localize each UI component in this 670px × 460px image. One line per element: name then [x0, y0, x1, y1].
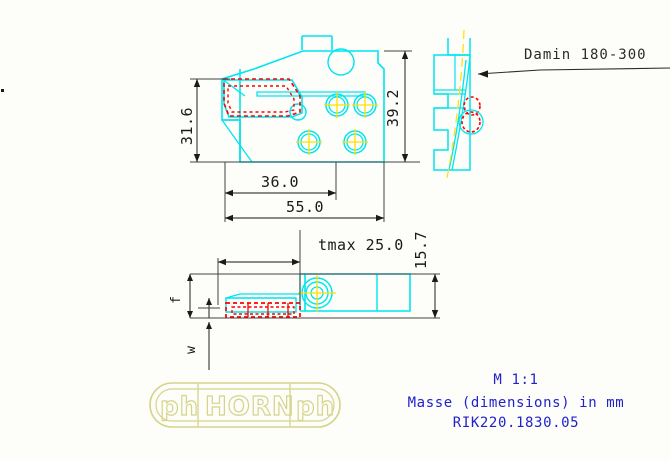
units-label: Masse (dimensions) in mm — [408, 395, 625, 411]
horn-logo: ph HORN ph — [149, 382, 341, 428]
detail-view-insert — [458, 96, 484, 135]
insert-inner-front — [227, 85, 295, 113]
arrow-31-6-bottom — [193, 154, 201, 162]
dim-label-36-0: 36.0 — [261, 173, 299, 191]
arrow-31-6-top — [193, 79, 201, 87]
dim-label-55-0: 55.0 — [286, 198, 324, 216]
arrow-39-2-bottom — [401, 154, 409, 162]
edge-mark — [1, 89, 4, 92]
dim-label-31-6: 31.6 — [178, 107, 196, 145]
part-number-label: RIK220.1830.05 — [453, 415, 579, 431]
front-view-boss-arc — [327, 48, 355, 76]
arrow-f-bottom — [187, 311, 193, 318]
ext-lines-39-2 — [384, 50, 412, 163]
arrow-15-7-bottom — [431, 310, 439, 318]
insert-inner-side — [231, 306, 295, 315]
front-view — [221, 35, 385, 163]
dim-label-39-2: 39.2 — [384, 89, 402, 127]
callout-label: Damin 180-300 — [524, 47, 647, 63]
arrow-55-0-left — [225, 214, 233, 222]
logo-right-mark: ph — [296, 392, 335, 422]
detail-view-construction-arc — [446, 29, 465, 179]
detail-callout: Damin 180-300 — [477, 47, 670, 78]
insert-outline-side — [225, 302, 301, 318]
arrow-15-7-top — [431, 274, 439, 282]
front-view-chamfer-upper — [221, 78, 246, 97]
side-view-blade — [225, 297, 297, 313]
side-view-screw-boss — [298, 274, 336, 312]
front-view-seat-radius — [289, 103, 307, 121]
arrow-tmax-right — [292, 258, 300, 266]
arrow-w-top — [206, 322, 212, 329]
ext-lines-55-0 — [224, 162, 385, 222]
dim-label-f: f — [169, 296, 184, 304]
dim-label-tmax: tmax 25.0 — [318, 236, 404, 254]
mounting-hole-1 — [324, 92, 350, 118]
arrow-36-0-left — [225, 189, 233, 197]
front-view-dimensions: 31.6 39.2 36.0 55.0 — [178, 50, 420, 222]
arrow-inner-tick — [206, 298, 212, 305]
detail-view — [433, 29, 484, 179]
front-view-top-tab — [301, 35, 333, 50]
detail-view-flank-curve-2 — [448, 59, 467, 171]
insert-side-ticks — [247, 303, 289, 317]
arrow-55-0-right — [376, 214, 384, 222]
front-view-shelf-rails — [300, 91, 366, 97]
arrow-36-0-right — [328, 189, 336, 197]
side-view-dimensions: tmax 25.0 15.7 f w — [169, 230, 440, 370]
mounting-hole-group — [296, 92, 378, 155]
side-view — [225, 273, 411, 318]
front-view-clamp-shelf — [256, 91, 302, 97]
arrow-tmax-left — [218, 258, 226, 266]
logo-left-mark: ph — [160, 392, 199, 422]
side-view-blade-top — [225, 293, 300, 299]
mounting-hole-2 — [352, 92, 378, 118]
dim-label-w: w — [184, 346, 199, 354]
dim-label-15-7: 15.7 — [412, 231, 430, 269]
scale-label: M 1:1 — [493, 372, 538, 388]
detail-view-top-tab — [447, 38, 471, 56]
front-view-chamfer-lower — [221, 119, 253, 163]
insert-outline-front — [223, 78, 301, 117]
logo-capsule-outer — [149, 382, 341, 428]
mounting-hole-3 — [296, 129, 322, 155]
arrow-39-2-top — [401, 51, 409, 59]
arrow-f-top — [187, 274, 193, 281]
callout-arrowhead — [478, 70, 488, 78]
logo-brand-text: HORN — [205, 392, 295, 422]
ext-lines-tmax — [217, 230, 301, 305]
callout-leader-line — [477, 67, 670, 75]
logo-separators — [197, 383, 291, 427]
mounting-hole-4 — [342, 129, 368, 155]
title-block: M 1:1 Masse (dimensions) in mm RIK220.18… — [408, 372, 625, 431]
logo-capsule-inner — [155, 388, 335, 422]
